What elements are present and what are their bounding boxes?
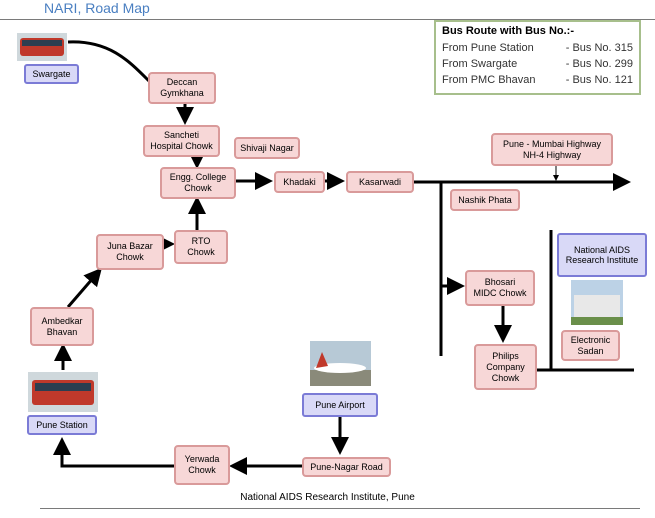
footer-text: National AIDS Research Institute, Pune [240, 492, 415, 503]
legend-title: Bus Route with Bus No.:- [442, 25, 574, 37]
nari-building-photo [571, 280, 623, 325]
header-divider [0, 19, 655, 20]
node-bhosari[interactable]: Bhosari MIDC Chowk [465, 270, 535, 306]
node-yerwada[interactable]: Yerwada Chowk [174, 445, 230, 485]
legend-from: From Swargate [442, 58, 518, 70]
node-swargate[interactable]: Swargate [24, 64, 79, 84]
legend-from: From Pune Station [442, 42, 534, 54]
legend-bus: - Bus No. 315 [565, 42, 633, 54]
bus-route-legend: Bus Route with Bus No.:- From Pune Stati… [434, 20, 641, 95]
node-khadaki[interactable]: Khadaki [274, 171, 325, 193]
node-pune-nagar-road[interactable]: Pune-Nagar Road [302, 457, 391, 477]
node-engg-college[interactable]: Engg. College Chowk [160, 167, 236, 199]
legend-row: From PMC Bhavan - Bus No. 121 [442, 72, 633, 88]
node-deccan[interactable]: Deccan Gymkhana [148, 72, 216, 104]
node-kasarwadi[interactable]: Kasarwadi [346, 171, 414, 193]
bus-photo-punestation [28, 372, 98, 412]
legend-bus: - Bus No. 121 [565, 74, 633, 86]
legend-row: From Pune Station - Bus No. 315 [442, 40, 633, 56]
bus-photo-swargate [17, 33, 67, 61]
node-nari[interactable]: National AIDS Research Institute [557, 233, 647, 277]
node-nashik-phata[interactable]: Nashik Phata [450, 189, 520, 211]
node-pune-station[interactable]: Pune Station [27, 415, 97, 435]
node-pune-airport[interactable]: Pune Airport [302, 393, 378, 417]
legend-bus: - Bus No. 299 [565, 58, 633, 70]
node-electronic-sadan[interactable]: Electronic Sadan [561, 330, 620, 361]
node-sancheti[interactable]: Sancheti Hospital Chowk [143, 125, 220, 157]
road-ambedkar-juna [66, 267, 102, 308]
footer-divider [40, 508, 640, 509]
node-philips[interactable]: Philips Company Chowk [474, 344, 537, 390]
airplane-photo [310, 341, 371, 386]
road-yerwada-station [53, 437, 174, 468]
page-title: NARI, Road Map [44, 0, 150, 16]
node-ambedkar[interactable]: Ambedkar Bhavan [30, 307, 94, 346]
road-swargate-deccan [67, 40, 152, 84]
legend-from: From PMC Bhavan [442, 74, 536, 86]
node-highway[interactable]: Pune - Mumbai Highway NH-4 Highway [491, 133, 613, 166]
legend-row: From Swargate - Bus No. 299 [442, 56, 633, 72]
node-shivaji-nagar[interactable]: Shivaji Nagar [234, 137, 300, 159]
node-juna-bazar[interactable]: Juna Bazar Chowk [96, 234, 164, 270]
node-rto[interactable]: RTO Chowk [174, 230, 228, 264]
